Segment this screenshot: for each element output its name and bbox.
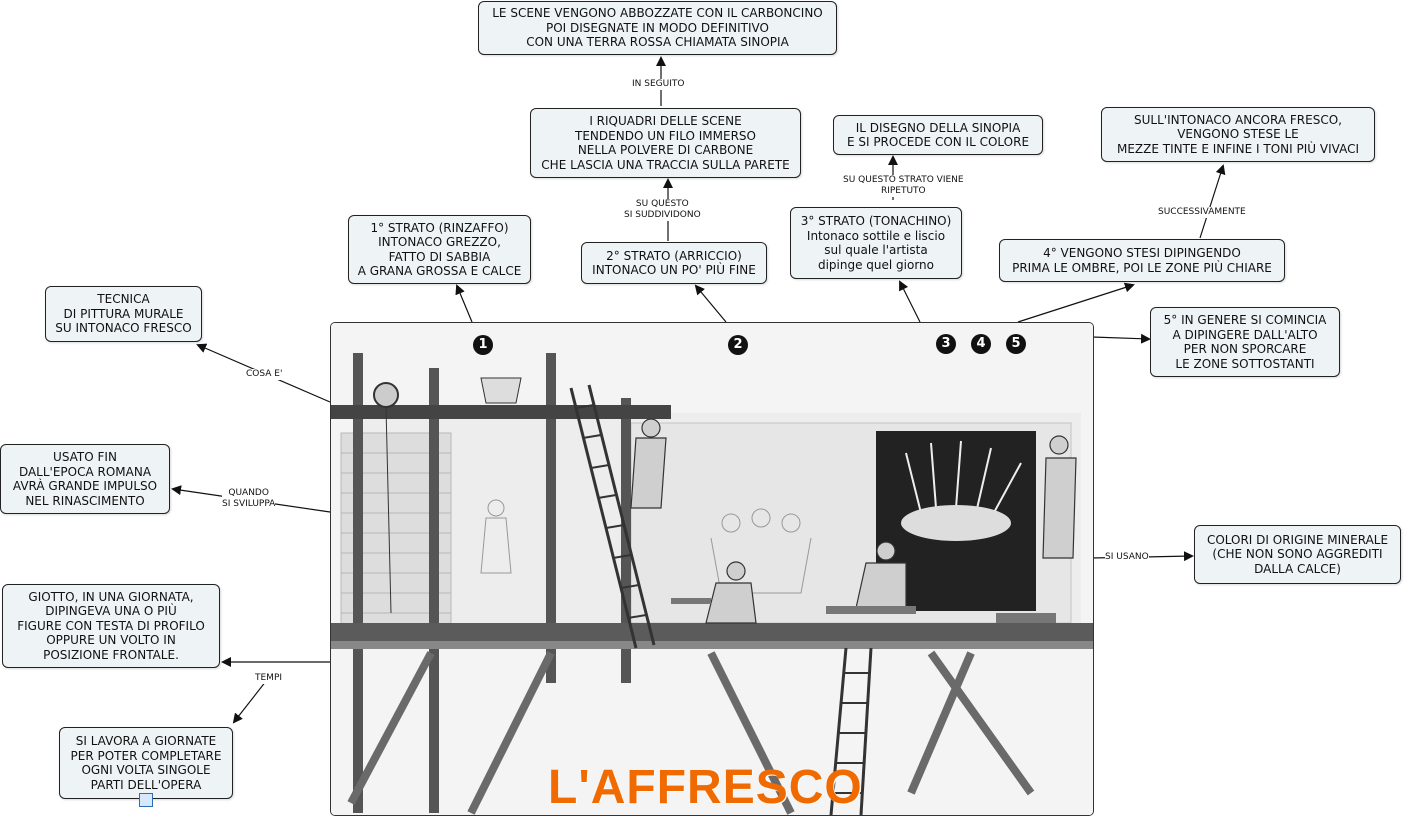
diagram-title: L'AFFRESCO [548, 761, 863, 814]
fresco-workshop-illustration: 1 2 3 4 5 [330, 322, 1094, 816]
node-riquadri-scene[interactable]: I RIQUADRI DELLE SCENE TENDENDO UN FILO … [530, 108, 801, 178]
node-strato-1[interactable]: 1° STRATO (RINZAFFO) INTONACO GREZZO, FA… [348, 215, 531, 284]
link-label-cosa-e: COSA E' [246, 369, 283, 380]
node-epoca[interactable]: USATO FIN DALL'EPOCA ROMANA AVRÀ GRANDE … [0, 444, 170, 514]
link-label-si-usano: SI USANO [1105, 552, 1149, 563]
link-label-successivamente: SUCCESSIVAMENTE [1158, 207, 1246, 218]
node-colori-minerali[interactable]: COLORI DI ORIGINE MINERALE (CHE NON SONO… [1194, 525, 1401, 584]
link-strato1 [455, 284, 473, 323]
link-label-in-seguito: IN SEGUITO [632, 79, 685, 90]
step-marker-4: 4 [971, 334, 991, 354]
scaffold-drawing [331, 323, 1093, 815]
node-strato-2[interactable]: 2° STRATO (ARRICCIO) INTONACO UN PO' PIÙ… [581, 242, 767, 284]
node-tecnica[interactable]: TECNICA DI PITTURA MURALE SU INTONACO FR… [45, 286, 202, 342]
step-marker-2: 2 [728, 335, 748, 355]
link-label-tempi: TEMPI [255, 673, 283, 684]
node-strato-5[interactable]: 5° IN GENERE SI COMINCIA A DIPINGERE DAL… [1150, 307, 1340, 377]
link-label-su-questo: SU QUESTO SI SUDDIVIDONO [624, 199, 701, 221]
link-strato5 [1091, 333, 1151, 344]
node-strato-3[interactable]: 3° STRATO (TONACHINO) Intonaco sottile e… [790, 207, 962, 279]
node-giotto[interactable]: GIOTTO, IN UNA GIORNATA, DIPINGEVA UNA O… [2, 584, 220, 668]
node-mezze-tinte[interactable]: SULL'INTONACO ANCORA FRESCO, VENGONO STE… [1101, 107, 1375, 162]
node-strato-4[interactable]: 4° VENGONO STESI DIPINGENDO PRIMA LE OMB… [999, 239, 1285, 282]
link-strato4 [1017, 282, 1135, 323]
link-strato3 [899, 280, 921, 323]
link-label-ripetuto: SU QUESTO STRATO VIENE RIPETUTO [843, 175, 964, 197]
image-icon[interactable] [139, 793, 153, 807]
link-strato2 [694, 284, 727, 323]
step-marker-1: 1 [473, 335, 493, 355]
link-label-quando: QUANDO SI SVILUPPA [222, 488, 276, 510]
link-successivamente [1199, 164, 1226, 239]
node-disegno-sinopia[interactable]: IL DISEGNO DELLA SINOPIA E SI PROCEDE CO… [833, 115, 1043, 155]
node-giornate[interactable]: SI LAVORA A GIORNATE PER POTER COMPLETAR… [59, 727, 233, 799]
step-marker-3: 3 [936, 334, 956, 354]
node-sinopia-definitiva[interactable]: LE SCENE VENGONO ABBOZZATE CON IL CARBON… [478, 1, 837, 55]
step-marker-5: 5 [1006, 334, 1026, 354]
